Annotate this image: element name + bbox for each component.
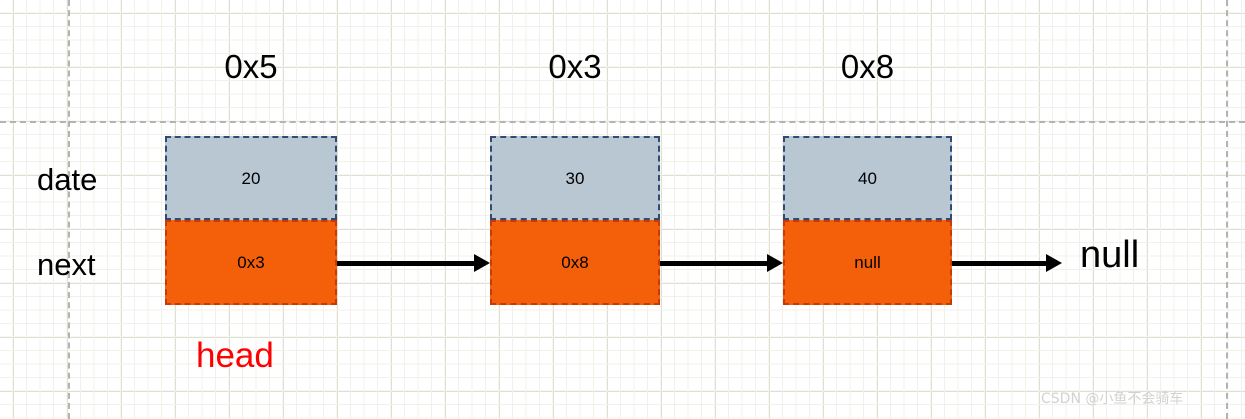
list-node-3[interactable]: 40 null <box>783 136 952 305</box>
node-address-label-2: 0x3 <box>548 48 602 85</box>
arrow-head-icon <box>1046 254 1062 272</box>
node-1-data-cell[interactable]: 20 <box>165 136 337 220</box>
node-address-label-1: 0x5 <box>224 48 278 85</box>
next-row-label: next <box>37 247 96 282</box>
node-3-data-cell[interactable]: 40 <box>783 136 952 220</box>
node-3-next-cell[interactable]: null <box>783 220 952 305</box>
arrow-node3-to-null <box>952 254 1062 272</box>
node-1-next-cell[interactable]: 0x3 <box>165 220 337 305</box>
node-2-next-cell[interactable]: 0x8 <box>490 220 660 305</box>
guide-line-vertical-left <box>68 0 70 419</box>
node-2-data-cell[interactable]: 30 <box>490 136 660 220</box>
csdn-watermark: CSDN @小鱼不会骑车 <box>1041 391 1184 407</box>
head-pointer-label: head <box>196 336 274 375</box>
list-node-1[interactable]: 20 0x3 <box>165 136 337 305</box>
terminal-null-label: null <box>1080 234 1140 276</box>
list-node-2[interactable]: 30 0x8 <box>490 136 660 305</box>
guide-line-horizontal <box>0 121 1245 123</box>
arrow-head-icon <box>474 254 490 272</box>
arrow-shaft <box>660 261 767 266</box>
arrow-shaft <box>952 261 1046 266</box>
arrow-node2-to-node3 <box>660 254 783 272</box>
data-row-label: date <box>37 162 98 197</box>
arrow-head-icon <box>767 254 783 272</box>
arrow-node1-to-node2 <box>337 254 490 272</box>
arrow-shaft <box>337 261 474 266</box>
node-address-label-3: 0x8 <box>840 48 895 85</box>
guide-line-vertical-right <box>1226 0 1228 419</box>
